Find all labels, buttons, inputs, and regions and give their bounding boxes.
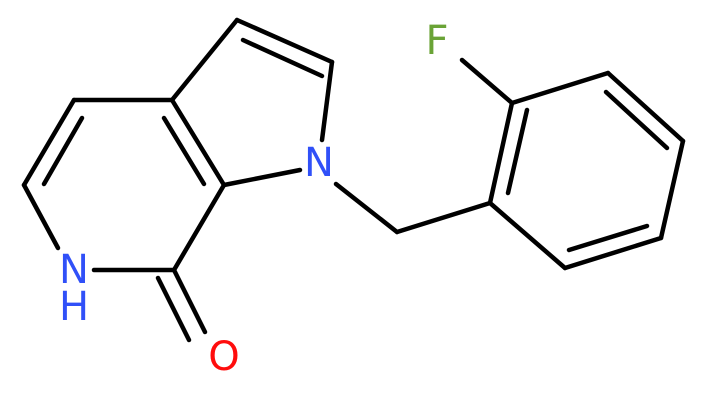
bond-c7-c7a <box>171 182 227 273</box>
amide-hydrogen-label: H <box>59 284 89 330</box>
bond-c6p-c1p <box>487 200 568 271</box>
bond-c7-o-double <box>155 275 192 343</box>
bond-c3a-c3 <box>169 17 240 103</box>
bond-c5p-c6p <box>562 235 664 271</box>
bond-c7a-c3a-double <box>161 115 207 187</box>
bond-ch2-c1p <box>394 200 493 235</box>
bond-c7-o <box>171 267 208 335</box>
bond-c3p-c4p-double <box>603 89 670 151</box>
bond-c2p-c3p <box>509 70 611 106</box>
fluorine-label: F <box>425 18 448 64</box>
atom-labels: F N N H O <box>59 18 449 380</box>
bond-n1-ch2 <box>333 181 400 235</box>
bond-c5p-c6p-double <box>566 223 650 253</box>
bond-c3-c2 <box>234 17 335 65</box>
bond-c5-c6-double <box>41 115 85 187</box>
bond-n1-c7a <box>221 167 303 188</box>
pyrrole-nitrogen-label: N <box>304 140 334 186</box>
bond-c1p-c2p-double <box>505 107 530 196</box>
amide-nitrogen-label: N <box>59 247 89 293</box>
carbonyl-oxygen-label: O <box>208 334 239 380</box>
bond-c3-c2-double <box>240 37 325 79</box>
bond-c2-n1 <box>319 59 335 143</box>
bond-c3p-c4p <box>605 70 686 144</box>
bond-c2p-f <box>459 57 515 106</box>
bond-c7a-c3a <box>169 97 227 188</box>
bond-c1p-c2p <box>487 100 515 206</box>
bond-c6-n6 <box>21 182 61 251</box>
bonds <box>21 17 686 343</box>
bond-c5-c6 <box>21 97 77 188</box>
bond-c4p-c5p <box>658 138 686 241</box>
